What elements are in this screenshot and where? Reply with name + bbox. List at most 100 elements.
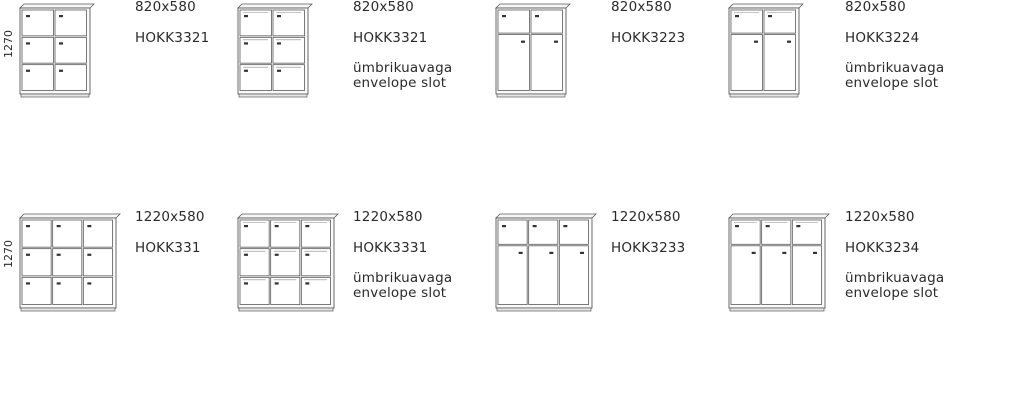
lock-icon xyxy=(768,15,772,18)
locker-door xyxy=(763,9,796,34)
lock-icon xyxy=(813,251,817,254)
height-label-row-2: 1270 xyxy=(2,240,15,268)
lock-icon xyxy=(244,253,248,256)
lock-icon xyxy=(735,225,739,228)
locker-door xyxy=(761,245,792,305)
locker-door xyxy=(497,9,530,34)
cabinet-hokk3233-1-2 xyxy=(495,213,597,312)
locker-door xyxy=(558,245,589,305)
lock-icon xyxy=(277,69,281,72)
locker-door xyxy=(21,276,52,305)
lock-icon xyxy=(782,251,787,254)
lock-icon xyxy=(59,69,63,72)
locker-door xyxy=(270,248,301,277)
cabinet-code: HOKK331 xyxy=(135,240,201,256)
locker-door xyxy=(54,36,87,64)
lock-icon xyxy=(532,225,537,228)
cabinet-size: 820x580 xyxy=(845,0,906,15)
lock-icon xyxy=(305,225,310,228)
cabinet-hokk3224-0-3 xyxy=(728,3,804,98)
locker-door xyxy=(530,34,563,91)
lock-icon xyxy=(277,42,281,45)
cabinet-size: 1220x580 xyxy=(611,209,681,225)
height-label-row-1: 1270 xyxy=(2,30,15,58)
lock-icon xyxy=(305,282,310,285)
lock-icon xyxy=(274,253,279,256)
lock-icon xyxy=(59,15,63,18)
cabinet-size: 1220x580 xyxy=(845,209,915,225)
cabinet-size: 1220x580 xyxy=(135,209,205,225)
locker-door xyxy=(300,248,331,277)
locker-door xyxy=(82,276,113,305)
lock-icon xyxy=(87,282,92,285)
cabinet-hokk3321-0-0 xyxy=(19,3,95,98)
locker-door xyxy=(21,248,52,277)
cabinet-size: 820x580 xyxy=(135,0,196,15)
cabinet-code: HOKK3224 xyxy=(845,30,920,46)
lock-icon xyxy=(535,15,539,18)
locker-door xyxy=(497,34,530,91)
cabinet-code: HOKK3233 xyxy=(611,240,686,256)
locker-door xyxy=(272,64,305,91)
lock-icon xyxy=(274,225,279,228)
lock-icon xyxy=(26,15,30,18)
locker-door xyxy=(730,245,761,305)
locker-door xyxy=(270,219,301,248)
cabinet-size: 820x580 xyxy=(611,0,672,15)
locker-door xyxy=(54,64,87,91)
locker-door xyxy=(21,64,54,91)
locker-door xyxy=(82,219,113,248)
locker-door xyxy=(558,219,589,245)
cabinet-hokk3321-0-1 xyxy=(237,3,313,98)
lock-icon xyxy=(87,253,92,256)
lock-icon xyxy=(765,225,770,228)
lock-icon xyxy=(274,282,279,285)
locker-door xyxy=(239,64,272,91)
cabinet-note: ümbrikuavaga envelope slot xyxy=(353,270,453,301)
lock-icon xyxy=(59,42,63,45)
lock-icon xyxy=(521,40,525,43)
lock-icon xyxy=(502,225,506,228)
cabinet-code: HOKK3234 xyxy=(845,240,920,256)
lock-icon xyxy=(244,42,248,45)
lock-icon xyxy=(26,282,30,285)
locker-door xyxy=(52,276,83,305)
cabinet-note: ümbrikuavaga envelope slot xyxy=(845,60,945,91)
lock-icon xyxy=(26,253,30,256)
cabinet-size: 820x580 xyxy=(353,0,414,15)
locker-door xyxy=(239,276,270,305)
locker-door xyxy=(52,219,83,248)
cabinet-hokk3331-1-1 xyxy=(237,213,339,312)
locker-door xyxy=(730,9,763,34)
cabinet-code: HOKK3331 xyxy=(353,240,428,256)
lock-icon xyxy=(563,225,568,228)
locker-door xyxy=(497,245,528,305)
locker-door xyxy=(763,34,796,91)
cabinet-hokk331-1-0 xyxy=(19,213,121,312)
lock-icon xyxy=(56,225,61,228)
locker-door xyxy=(239,9,272,37)
locker-door xyxy=(82,248,113,277)
locker-door xyxy=(270,276,301,305)
locker-door xyxy=(530,9,563,34)
locker-door xyxy=(761,219,792,245)
locker-door xyxy=(730,219,761,245)
locker-door xyxy=(791,245,822,305)
locker-door xyxy=(300,219,331,248)
lock-icon xyxy=(244,225,248,228)
locker-door xyxy=(239,36,272,64)
lock-icon xyxy=(244,15,248,18)
locker-door xyxy=(497,219,528,245)
locker-door xyxy=(528,245,559,305)
lock-icon xyxy=(580,251,584,254)
cabinet-note: ümbrikuavaga envelope slot xyxy=(845,270,945,301)
lock-icon xyxy=(796,225,801,228)
